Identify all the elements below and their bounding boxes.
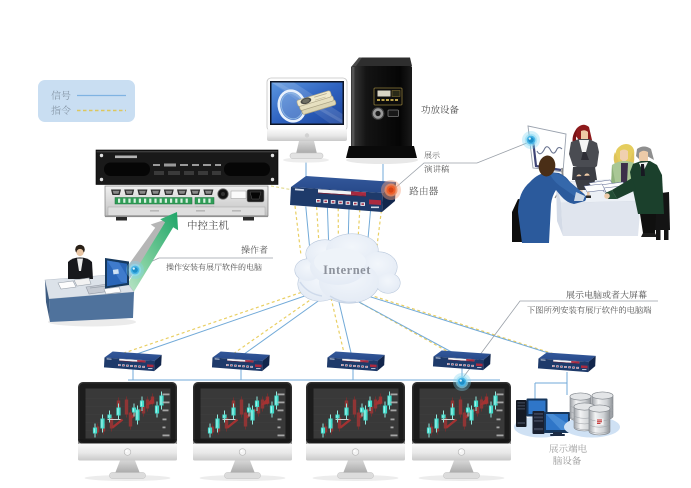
svg-text:Internet: Internet	[323, 263, 371, 277]
